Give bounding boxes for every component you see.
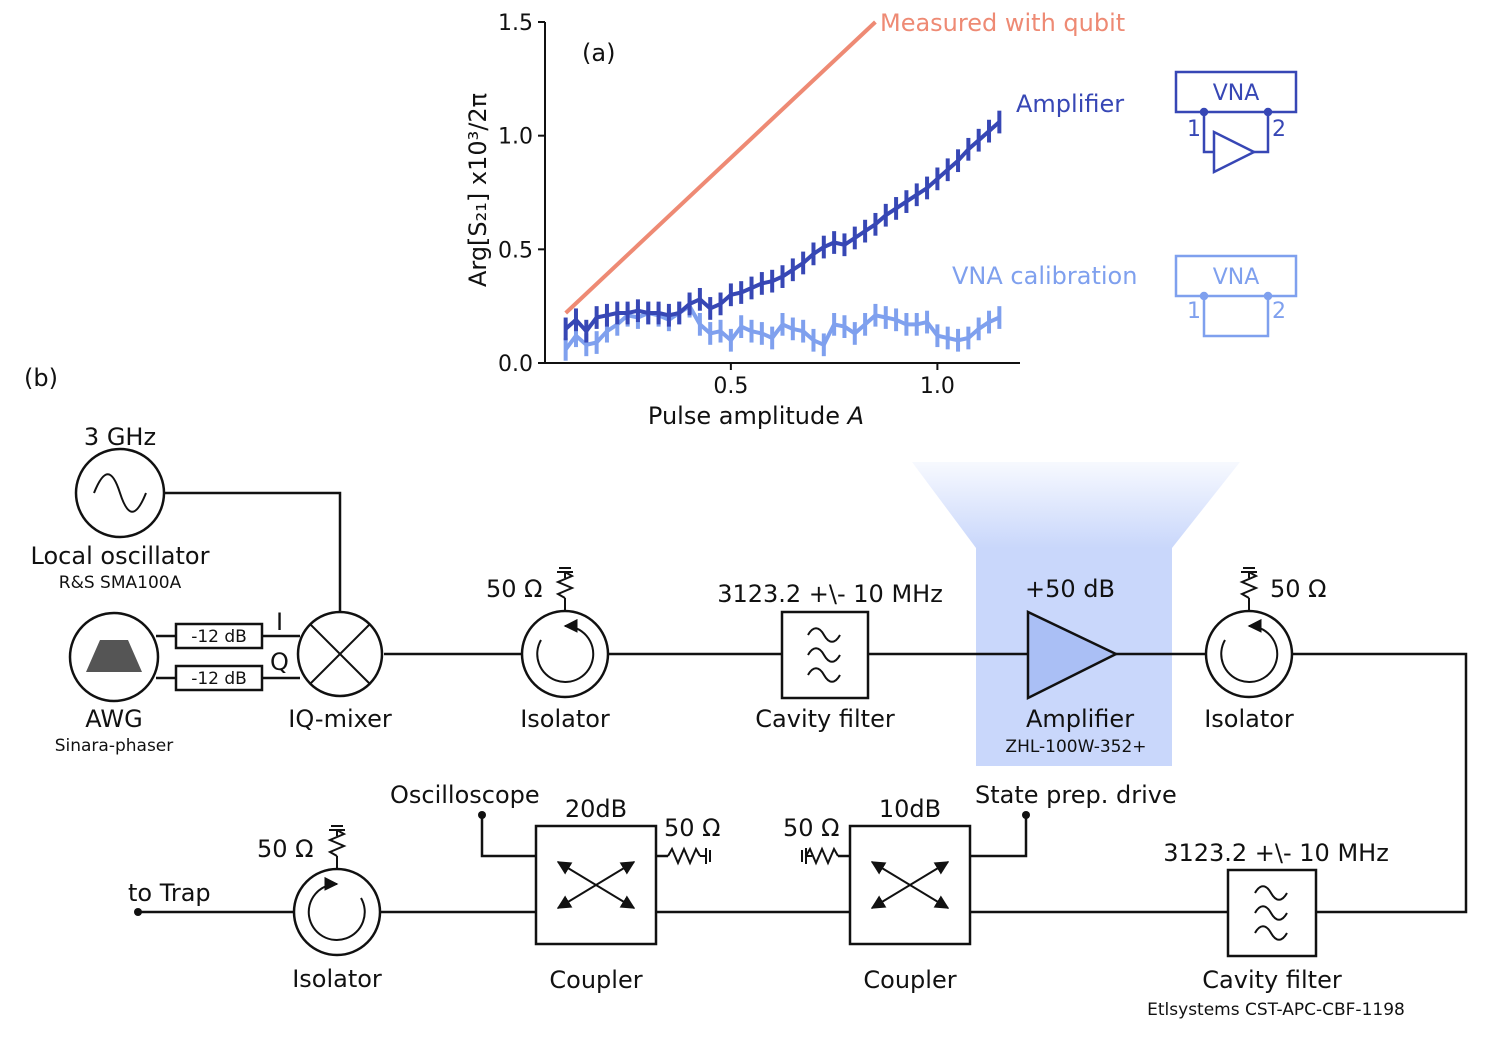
vna-inset-amplifier: VNA 1 2 <box>1174 70 1298 175</box>
x-axis-label: Pulse amplitude A <box>648 402 864 430</box>
awg-label: AWG <box>85 705 142 733</box>
filter-2-model: Etlsystems CST-APC-CBF-1198 <box>1147 1000 1405 1020</box>
panel-label-b: (b) <box>24 364 58 392</box>
x-tick-label: 0.5 <box>713 374 748 399</box>
attenuator-q: -12 dB <box>174 664 264 692</box>
vna-port-2: 2 <box>1272 299 1286 324</box>
coupler-10db-value: 10dB <box>879 795 941 823</box>
y-tick-label: 1.0 <box>498 125 533 150</box>
cavity-filter-2: 3123.2 +\- 10 MHz Cavity filter Etlsyste… <box>1147 839 1405 1020</box>
cavity-filter-1: 3123.2 +\- 10 MHz Cavity filter <box>717 580 943 733</box>
y-tick-label: 1.5 <box>498 11 533 36</box>
awg: AWG Sinara-phaser <box>55 611 174 756</box>
coupler-20db-label: Coupler <box>549 966 642 994</box>
coupler-10db: 10dB Coupler 50 Ω State prep. drive <box>783 781 1177 994</box>
amplifier: +50 dB Amplifier ZHL-100W-352+ <box>1005 575 1146 757</box>
y-axis-label: Arg[S₂₁] x10³/2π <box>464 93 492 287</box>
svg-text:-12 dB: -12 dB <box>191 669 247 689</box>
state-prep-drive-label: State prep. drive <box>975 781 1177 809</box>
svg-text:-12 dB: -12 dB <box>191 627 247 647</box>
wave-icon <box>1254 885 1288 941</box>
vna-inset-calibration: VNA 1 2 <box>1174 254 1298 338</box>
lo-model: R&S SMA100A <box>59 573 182 593</box>
wave-icon <box>807 627 841 683</box>
isolator-2-termination: 50 Ω <box>1270 575 1327 603</box>
x-tick-label: 1.0 <box>920 374 955 399</box>
x-axis: 0.5 1.0 <box>545 362 1020 399</box>
y-tick-label: 0.0 <box>498 352 533 377</box>
awg-model: Sinara-phaser <box>55 736 174 756</box>
coupler-10db-label: Coupler <box>863 966 956 994</box>
isolator-1-label: Isolator <box>520 705 610 733</box>
iq-mixer: IQ-mixer <box>288 610 392 733</box>
filter-2-spec: 3123.2 +\- 10 MHz <box>1163 839 1389 867</box>
y-axis: 0.0 0.5 1.0 1.5 <box>498 11 546 377</box>
legend-vna-calibration: VNA calibration <box>952 262 1137 290</box>
series-line <box>564 120 1001 334</box>
isolator-2: 50 Ω Isolator <box>1204 567 1327 733</box>
filter-1-spec: 3123.2 +\- 10 MHz <box>717 580 943 608</box>
series-vna-calibration <box>563 294 1002 361</box>
panel-label-a: (a) <box>582 39 615 67</box>
lo-frequency: 3 GHz <box>84 423 156 451</box>
sine-wave-icon <box>93 473 147 513</box>
port-i-label: I <box>276 608 283 636</box>
oscilloscope-label: Oscilloscope <box>390 781 540 809</box>
series-line <box>564 20 877 315</box>
port-q-label: Q <box>270 648 289 676</box>
filter-1-label: Cavity filter <box>755 705 895 733</box>
y-tick-label: 0.5 <box>498 238 533 263</box>
coupler-20db-termination: 50 Ω <box>664 814 721 842</box>
vna-port-1: 1 <box>1187 117 1201 142</box>
filter-2-label: Cavity filter <box>1202 966 1342 994</box>
isolator-3-label: Isolator <box>292 965 382 993</box>
wires <box>134 491 1468 916</box>
series-layer <box>563 20 1002 361</box>
lo-label: Local oscillator <box>31 542 210 570</box>
amplifier-model: ZHL-100W-352+ <box>1005 737 1146 757</box>
amplifier-label: Amplifier <box>1026 705 1134 733</box>
legend-amplifier: Amplifier <box>1016 90 1124 118</box>
vna-title: VNA <box>1213 265 1260 290</box>
isolator-1: 50 Ω Isolator <box>486 567 610 733</box>
legend-measured-with-qubit: Measured with qubit <box>880 9 1125 37</box>
vna-port-1: 1 <box>1187 299 1201 324</box>
iq-mixer-label: IQ-mixer <box>288 705 392 733</box>
isolator-3-termination: 50 Ω <box>257 835 314 863</box>
vna-title: VNA <box>1213 81 1260 106</box>
isolator-2-label: Isolator <box>1204 705 1294 733</box>
series-measured-with-qubit <box>564 20 877 315</box>
isolator-3: 50 Ω Isolator <box>257 825 382 993</box>
series-amplifier <box>563 110 1002 343</box>
vna-port-2: 2 <box>1272 117 1286 142</box>
coupler-20db: 20dB Coupler 50 Ω Oscilloscope <box>390 781 721 994</box>
local-oscillator: 3 GHz Local oscillator R&S SMA100A <box>31 423 210 593</box>
coupler-10db-termination: 50 Ω <box>783 814 840 842</box>
isolator-1-termination: 50 Ω <box>486 575 543 603</box>
phase-chart: 0.0 0.5 1.0 1.5 0.5 1.0 (a) Pulse amplitude … <box>464 9 1137 430</box>
coupler-20db-value: 20dB <box>565 795 627 823</box>
to-trap-label: to Trap <box>128 879 211 907</box>
attenuator-i: -12 dB <box>174 622 264 650</box>
pulse-shape-icon <box>86 640 142 672</box>
amplifier-gain: +50 dB <box>1025 575 1115 603</box>
